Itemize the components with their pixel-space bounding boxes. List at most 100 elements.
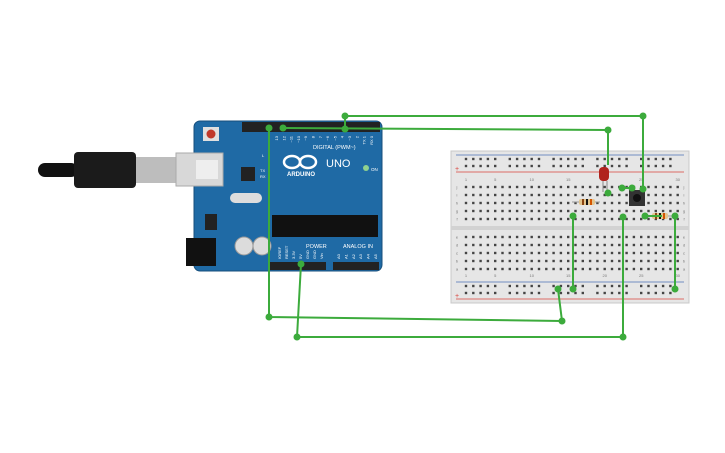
breadboard-hole[interactable]: [501, 217, 504, 221]
breadboard-hole[interactable]: [661, 193, 665, 197]
breadboard-hole[interactable]: [654, 235, 657, 239]
breadboard-hole[interactable]: [508, 164, 511, 168]
breadboard-hole[interactable]: [552, 259, 555, 263]
wire-endpoint[interactable]: [265, 313, 273, 321]
breadboard-hole[interactable]: [472, 284, 475, 288]
breadboard-hole[interactable]: [574, 217, 577, 221]
breadboard-hole[interactable]: [464, 185, 468, 189]
breadboard-hole[interactable]: [479, 217, 482, 221]
breadboard-hole[interactable]: [661, 235, 665, 239]
breadboard-hole[interactable]: [567, 201, 570, 205]
breadboard-hole[interactable]: [523, 209, 526, 213]
breadboard-hole[interactable]: [661, 164, 665, 168]
breadboard-hole[interactable]: [654, 185, 657, 189]
wire-endpoint[interactable]: [618, 184, 626, 192]
breadboard-hole[interactable]: [552, 217, 555, 221]
breadboard-hole[interactable]: [494, 243, 497, 247]
breadboard-hole[interactable]: [523, 235, 526, 239]
breadboard-hole[interactable]: [603, 164, 606, 168]
breadboard-hole[interactable]: [625, 259, 628, 263]
breadboard-hole[interactable]: [523, 164, 526, 168]
breadboard-hole[interactable]: [523, 201, 526, 205]
breadboard-hole[interactable]: [618, 243, 621, 247]
breadboard-hole[interactable]: [618, 217, 621, 221]
breadboard-hole[interactable]: [501, 209, 504, 213]
breadboard-hole[interactable]: [472, 243, 475, 247]
breadboard-hole[interactable]: [559, 284, 563, 288]
breadboard-hole[interactable]: [669, 259, 672, 263]
breadboard-hole[interactable]: [610, 291, 614, 295]
breadboard-hole[interactable]: [479, 284, 482, 288]
breadboard-hole[interactable]: [654, 209, 657, 213]
breadboard-hole[interactable]: [494, 267, 497, 271]
breadboard-hole[interactable]: [574, 291, 577, 295]
breadboard-hole[interactable]: [523, 185, 526, 189]
breadboard-hole[interactable]: [676, 267, 679, 271]
breadboard-hole[interactable]: [661, 267, 665, 271]
breadboard-hole[interactable]: [472, 267, 475, 271]
breadboard-hole[interactable]: [676, 193, 679, 197]
breadboard-hole[interactable]: [508, 201, 511, 205]
breadboard-hole[interactable]: [588, 209, 592, 213]
breadboard-hole[interactable]: [574, 251, 577, 255]
breadboard-hole[interactable]: [647, 284, 650, 288]
breadboard-hole[interactable]: [508, 267, 511, 271]
breadboard-hole[interactable]: [494, 157, 497, 161]
breadboard-hole[interactable]: [515, 164, 519, 168]
breadboard-hole[interactable]: [618, 193, 621, 197]
breadboard-hole[interactable]: [567, 259, 570, 263]
breadboard-hole[interactable]: [603, 185, 606, 189]
wire-endpoint[interactable]: [558, 317, 566, 325]
wire-endpoint[interactable]: [293, 333, 301, 341]
breadboard-hole[interactable]: [567, 284, 570, 288]
breadboard-hole[interactable]: [530, 201, 533, 205]
breadboard-hole[interactable]: [552, 201, 555, 205]
wire-endpoint[interactable]: [279, 124, 287, 132]
wire-endpoint[interactable]: [604, 126, 612, 134]
breadboard-hole[interactable]: [618, 201, 621, 205]
breadboard-hole[interactable]: [559, 251, 563, 255]
breadboard-hole[interactable]: [486, 185, 490, 189]
breadboard-hole[interactable]: [537, 209, 541, 213]
breadboard-hole[interactable]: [596, 209, 599, 213]
breadboard-hole[interactable]: [618, 291, 621, 295]
breadboard-hole[interactable]: [486, 209, 490, 213]
breadboard-hole[interactable]: [669, 284, 672, 288]
breadboard-hole[interactable]: [472, 291, 475, 295]
breadboard-hole[interactable]: [486, 193, 490, 197]
breadboard-hole[interactable]: [559, 164, 563, 168]
breadboard-hole[interactable]: [552, 284, 555, 288]
breadboard-hole[interactable]: [552, 267, 555, 271]
breadboard-hole[interactable]: [559, 259, 563, 263]
breadboard-hole[interactable]: [508, 259, 511, 263]
breadboard-hole[interactable]: [545, 251, 548, 255]
breadboard-hole[interactable]: [567, 291, 570, 295]
breadboard-hole[interactable]: [669, 201, 672, 205]
breadboard-hole[interactable]: [559, 217, 563, 221]
breadboard-hole[interactable]: [486, 284, 490, 288]
breadboard-hole[interactable]: [661, 185, 665, 189]
breadboard-hole[interactable]: [464, 291, 468, 295]
breadboard-hole[interactable]: [537, 243, 541, 247]
breadboard-hole[interactable]: [625, 209, 628, 213]
wire-endpoint[interactable]: [639, 185, 647, 193]
breadboard-hole[interactable]: [537, 217, 541, 221]
breadboard-hole[interactable]: [559, 243, 563, 247]
breadboard-hole[interactable]: [588, 251, 592, 255]
breadboard-hole[interactable]: [530, 217, 533, 221]
breadboard-hole[interactable]: [610, 284, 614, 288]
breadboard-hole[interactable]: [610, 243, 614, 247]
breadboard-hole[interactable]: [464, 235, 468, 239]
breadboard-hole[interactable]: [486, 217, 490, 221]
breadboard-hole[interactable]: [537, 284, 541, 288]
breadboard-hole[interactable]: [647, 259, 650, 263]
breadboard-hole[interactable]: [676, 185, 679, 189]
breadboard-hole[interactable]: [625, 251, 628, 255]
breadboard-hole[interactable]: [567, 251, 570, 255]
breadboard-hole[interactable]: [523, 243, 526, 247]
breadboard-hole[interactable]: [654, 284, 657, 288]
wire-endpoint[interactable]: [619, 213, 627, 221]
breadboard-hole[interactable]: [559, 185, 563, 189]
wire-endpoint[interactable]: [265, 124, 273, 132]
breadboard-hole[interactable]: [464, 251, 468, 255]
